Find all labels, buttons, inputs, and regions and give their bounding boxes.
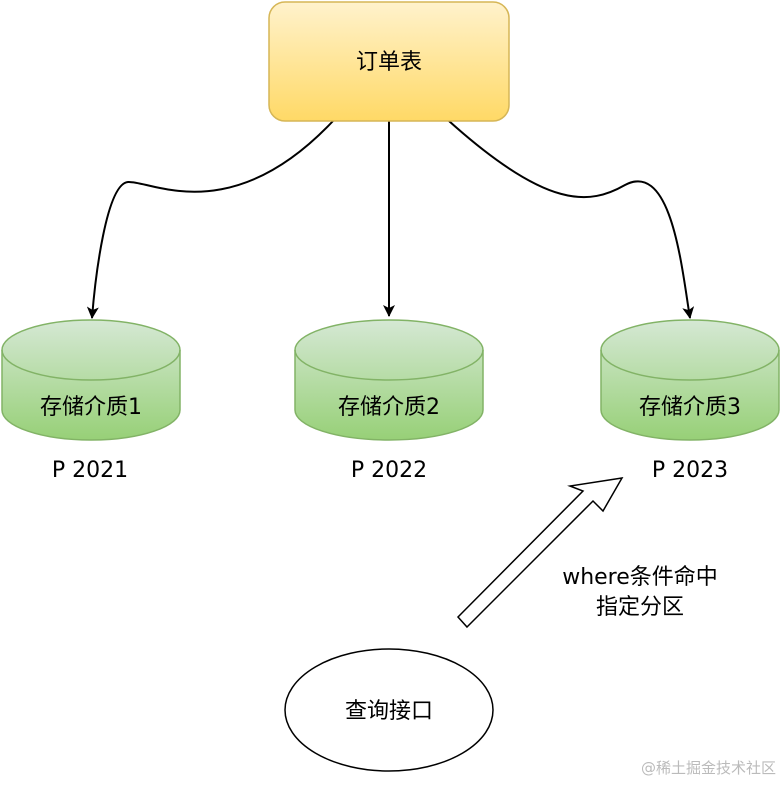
arrow-note-line1: where条件命中 — [562, 565, 718, 590]
storage-label-1: 存储介质1 — [40, 395, 142, 420]
table-node: 订单表 — [268, 1, 510, 122]
partition-label-2: P 2022 — [351, 458, 427, 483]
edge-table-to-storage1 — [86, 120, 334, 319]
query-direction-arrow — [456, 477, 624, 629]
edge-table-to-storage3 — [448, 120, 695, 319]
storage-label-3: 存储介质3 — [639, 395, 741, 420]
storage-label-2: 存储介质2 — [338, 395, 440, 420]
storage-node-1: 存储介质1 — [1, 319, 181, 441]
table-label: 订单表 — [356, 50, 422, 75]
storage-node-2: 存储介质2 — [294, 319, 484, 441]
query-node: 查询接口 — [284, 648, 494, 772]
partition-label-1: P 2021 — [52, 458, 128, 483]
query-label: 查询接口 — [345, 699, 433, 724]
partition-label-3: P 2023 — [652, 458, 728, 483]
storage-node-3: 存储介质3 — [600, 319, 780, 441]
arrow-note-line2: 指定分区 — [596, 595, 684, 620]
watermark-text: @稀土掘金技术社区 — [641, 759, 776, 777]
